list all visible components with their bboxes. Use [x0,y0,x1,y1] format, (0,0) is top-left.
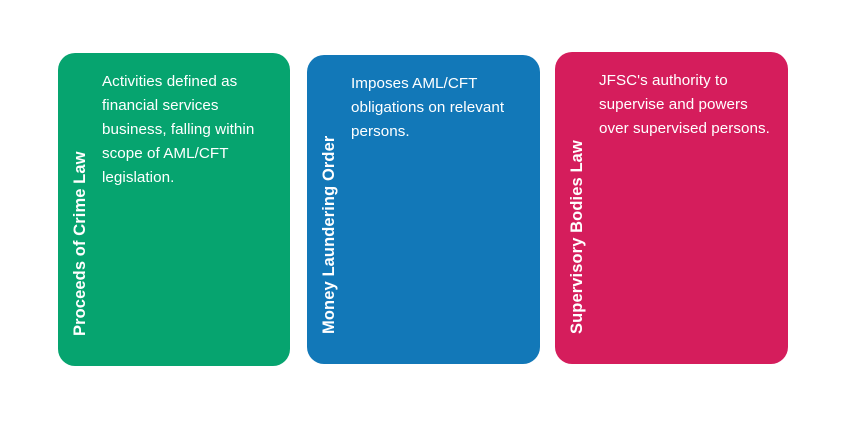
card-description-text: JFSC's authority to supervise and powers… [599,72,770,137]
card-label-rail: Supervisory Bodies Law [555,52,599,364]
card-body: Imposes AML/CFT obligations on relevant … [351,55,540,364]
card-supervisory-bodies-law[interactable]: Supervisory Bodies Law JFSC's authority … [555,52,788,364]
card-label-rail: Proceeds of Crime Law [58,53,102,366]
card-proceeds-of-crime-law[interactable]: Proceeds of Crime Law Activities defined… [58,53,290,366]
card-body: JFSC's authority to supervise and powers… [599,52,788,364]
card-description-text: Imposes AML/CFT obligations on relevant … [351,75,505,140]
card-body: Activities defined as financial services… [102,53,290,366]
card-vertical-label: Money Laundering Order [319,135,338,334]
card-money-laundering-order[interactable]: Money Laundering Order Imposes AML/CFT o… [307,55,540,364]
card-vertical-label: Proceeds of Crime Law [70,150,89,336]
card-vertical-label: Supervisory Bodies Law [567,139,586,334]
card-description-text: Activities defined as financial services… [102,73,255,186]
card-label-rail: Money Laundering Order [307,55,351,364]
